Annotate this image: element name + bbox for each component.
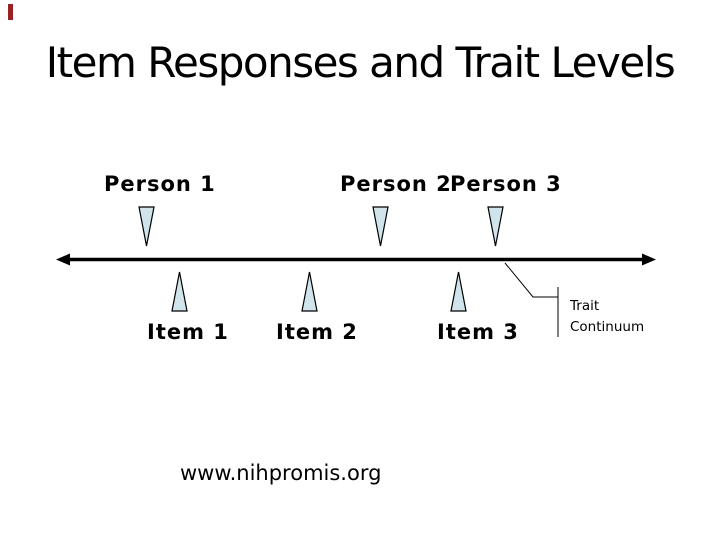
trait-continuum-label: Trait Continuum (570, 298, 645, 335)
person-2-marker-icon (372, 206, 389, 247)
slide-accent-mark (8, 4, 13, 20)
item-1-marker-icon (171, 271, 188, 312)
item-3-label: Item 3 (437, 320, 519, 344)
person-3-label: Person 3 (450, 172, 562, 196)
item-2-marker-icon (301, 271, 318, 312)
left-arrowhead-icon (56, 253, 70, 266)
slide-title: Item Responses and Trait Levels (45, 38, 676, 87)
item-3-marker-icon (450, 271, 467, 312)
person-1-marker-icon (138, 206, 155, 247)
callout-leader-line (504, 262, 559, 337)
right-arrowhead-icon (642, 253, 656, 266)
person-3-marker-icon (487, 206, 504, 247)
footer-url: www.nihpromis.org (180, 461, 382, 485)
item-1-label: Item 1 (147, 320, 229, 344)
trait-continuum-axis (56, 253, 656, 266)
item-2-label: Item 2 (276, 320, 358, 344)
person-1-label: Person 1 (104, 172, 216, 196)
person-2-label: Person 2 (340, 172, 452, 196)
